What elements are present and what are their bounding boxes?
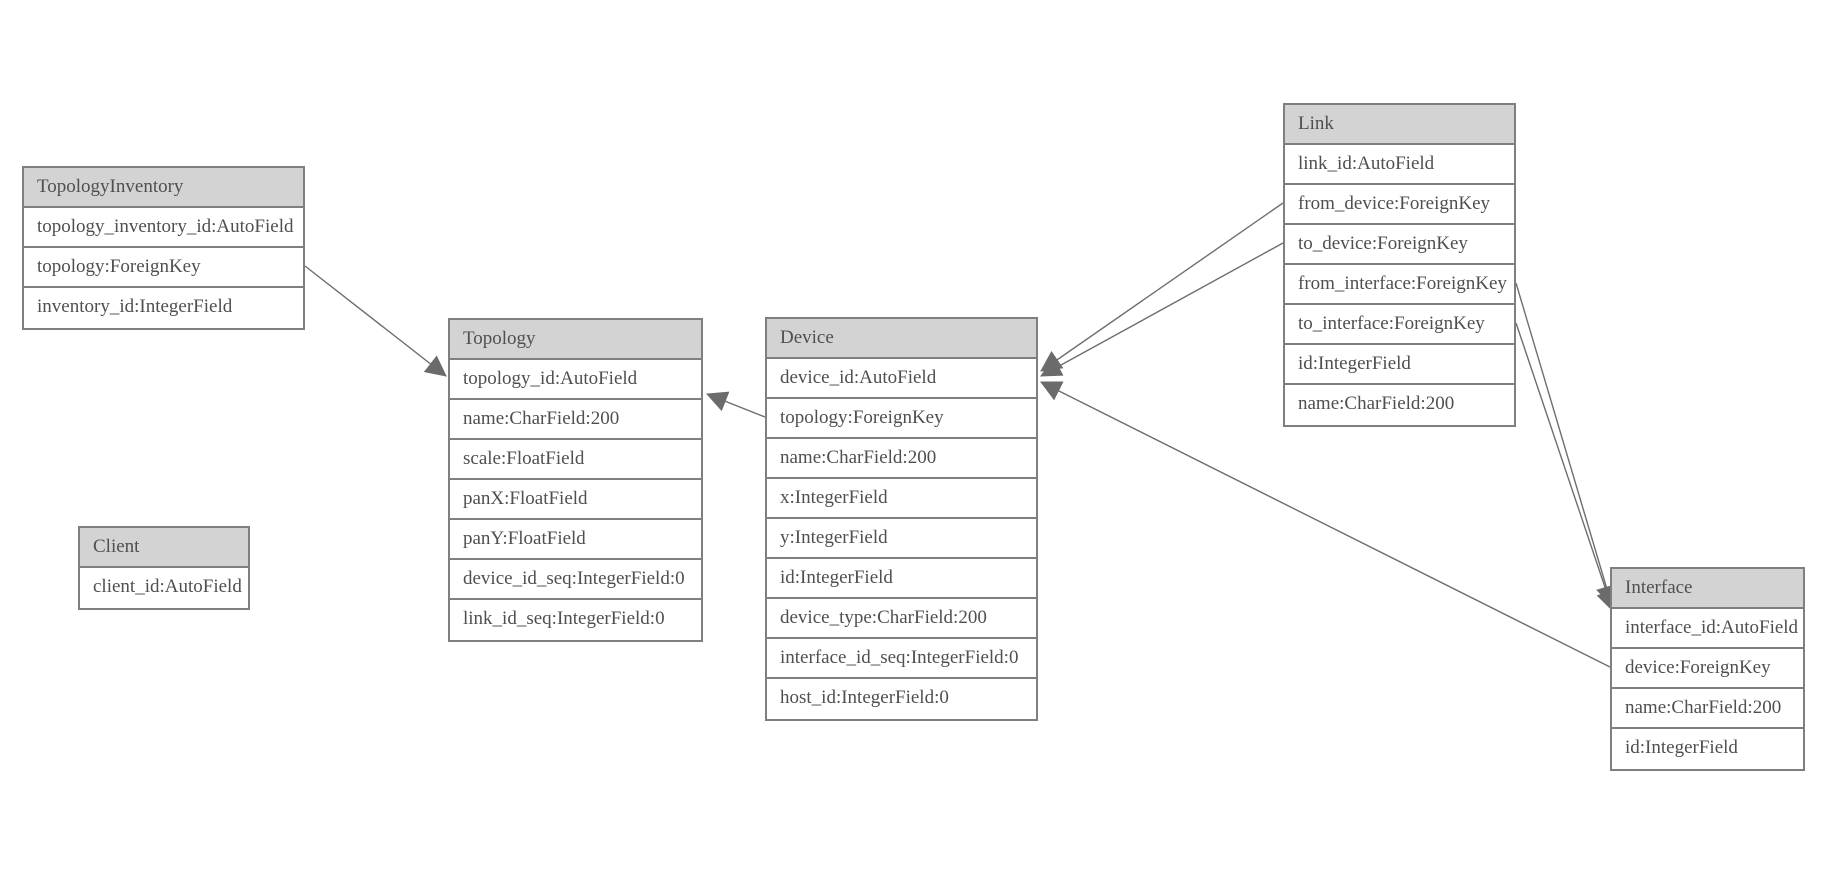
field-row: to_device:ForeignKey bbox=[1285, 225, 1514, 265]
field-row: to_interface:ForeignKey bbox=[1285, 305, 1514, 345]
field-row: device_id_seq:IntegerField:0 bbox=[450, 560, 701, 600]
entity-title-topology: Topology bbox=[450, 320, 701, 360]
field-row: y:IntegerField bbox=[767, 519, 1036, 559]
entity-topologyinventory: TopologyInventory topology_inventory_id:… bbox=[22, 166, 305, 330]
field-row: device_id:AutoField bbox=[767, 359, 1036, 399]
entity-title-topologyinventory: TopologyInventory bbox=[24, 168, 303, 208]
field-row: from_interface:ForeignKey bbox=[1285, 265, 1514, 305]
field-row: topology:ForeignKey bbox=[24, 248, 303, 288]
field-row: interface_id_seq:IntegerField:0 bbox=[767, 639, 1036, 679]
relationship-line-device-topology-to-topology bbox=[706, 391, 766, 418]
field-row: device_type:CharField:200 bbox=[767, 599, 1036, 639]
entity-title-interface: Interface bbox=[1612, 569, 1803, 609]
field-row: inventory_id:IntegerField bbox=[24, 288, 303, 328]
field-row: scale:FloatField bbox=[450, 440, 701, 480]
field-row: name:CharField:200 bbox=[1612, 689, 1803, 729]
entity-title-client: Client bbox=[80, 528, 248, 568]
field-row: panX:FloatField bbox=[450, 480, 701, 520]
field-row: client_id:AutoField bbox=[80, 568, 248, 608]
field-row: host_id:IntegerField:0 bbox=[767, 679, 1036, 719]
field-row: topology_id:AutoField bbox=[450, 360, 701, 400]
field-row: interface_id:AutoField bbox=[1612, 609, 1803, 649]
field-row: panY:FloatField bbox=[450, 520, 701, 560]
field-row: name:CharField:200 bbox=[767, 439, 1036, 479]
field-row: link_id_seq:IntegerField:0 bbox=[450, 600, 701, 640]
field-row: x:IntegerField bbox=[767, 479, 1036, 519]
entity-device: Device device_id:AutoField topology:Fore… bbox=[765, 317, 1038, 721]
relationship-line-link-to_interface-to-interface bbox=[1515, 322, 1617, 612]
field-row: id:IntegerField bbox=[1612, 729, 1803, 769]
relationship-line-link-from_interface-to-interface bbox=[1515, 282, 1617, 608]
field-row: from_device:ForeignKey bbox=[1285, 185, 1514, 225]
entity-title-device: Device bbox=[767, 319, 1036, 359]
entity-link: Link link_id:AutoField from_device:Forei… bbox=[1283, 103, 1516, 427]
entity-topology: Topology topology_id:AutoField name:Char… bbox=[448, 318, 703, 642]
field-row: id:IntegerField bbox=[767, 559, 1036, 599]
entity-title-link: Link bbox=[1285, 105, 1514, 145]
field-row: topology_inventory_id:AutoField bbox=[24, 208, 303, 248]
field-row: link_id:AutoField bbox=[1285, 145, 1514, 185]
relationship-line-topologyinventory-topology-to-topology bbox=[304, 265, 447, 377]
field-row: topology:ForeignKey bbox=[767, 399, 1036, 439]
entity-client: Client client_id:AutoField bbox=[78, 526, 250, 610]
relationship-line-link-from_device-to-device bbox=[1040, 202, 1284, 372]
field-row: id:IntegerField bbox=[1285, 345, 1514, 385]
field-row: device:ForeignKey bbox=[1612, 649, 1803, 689]
field-row: name:CharField:200 bbox=[1285, 385, 1514, 425]
field-row: name:CharField:200 bbox=[450, 400, 701, 440]
entity-interface: Interface interface_id:AutoField device:… bbox=[1610, 567, 1805, 771]
relationship-line-link-to_device-to-device bbox=[1040, 242, 1284, 377]
